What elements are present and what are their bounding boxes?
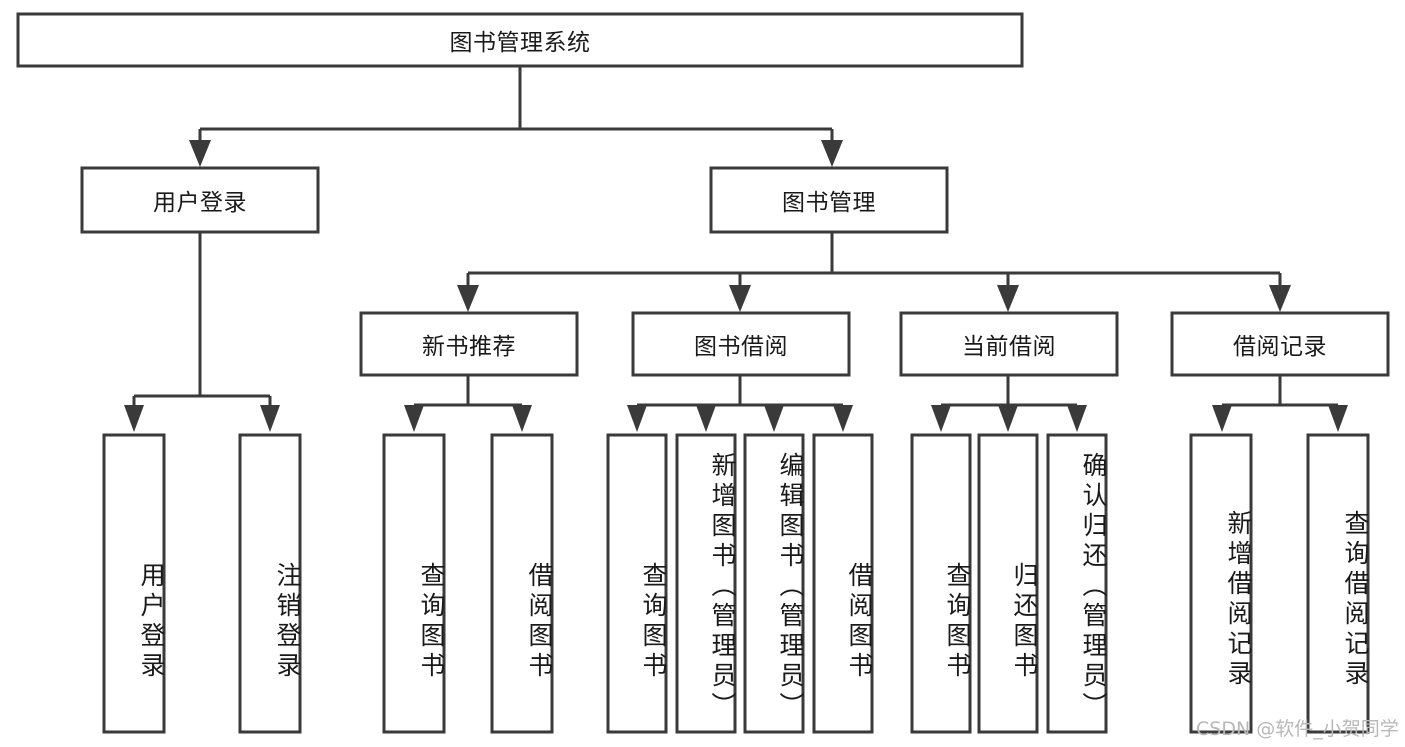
node-layer [16,12,1390,734]
node-leaf-return-book-box[interactable] [977,433,1039,734]
arrow-head-book-manage [821,140,843,167]
arrow-head-leaf-user-login [124,405,144,432]
node-leaf-edit-book-box[interactable] [743,433,805,734]
arrow-head-borrow-record [1269,285,1291,312]
arrow-head-user-login [189,140,211,167]
arrow-head-new-book-recommend [457,285,479,312]
node-root-box[interactable] [16,12,1024,68]
node-leaf-query-book-1-box[interactable] [382,433,446,734]
node-book-manage-box[interactable] [709,166,949,234]
arrow-head-leaf-return-book [998,405,1018,432]
arrow-head-leaf-add-record [1212,405,1232,432]
node-user-login-box[interactable] [80,166,320,234]
connector-layer [124,66,1348,432]
node-leaf-borrow-book-1-box[interactable] [490,433,554,734]
node-new-book-recommend-box[interactable] [359,311,579,377]
node-leaf-query-book-2-box[interactable] [606,433,668,734]
node-leaf-confirm-return-box[interactable] [1046,433,1108,734]
arrow-head-leaf-query-record [1328,405,1348,432]
arrow-head-leaf-add-book [696,405,716,432]
node-borrow-record-box[interactable] [1170,311,1390,377]
arrow-head-leaf-edit-book [764,405,784,432]
node-leaf-query-book-3-box[interactable] [910,433,972,734]
arrow-head-leaf-query-book-1 [404,405,424,432]
node-leaf-user-login-box[interactable] [102,433,166,734]
arrow-head-book-borrow [729,285,751,312]
node-leaf-add-record-box[interactable] [1189,433,1253,734]
arrow-head-leaf-confirm-return [1067,405,1087,432]
arrow-head-leaf-borrow-book-1 [512,405,532,432]
node-leaf-query-record-box[interactable] [1306,433,1370,734]
arrow-head-leaf-logout [260,405,280,432]
node-book-borrow-box[interactable] [631,311,851,377]
node-current-borrow-box[interactable] [899,311,1119,377]
node-leaf-borrow-book-2-box[interactable] [812,433,874,734]
arrow-head-leaf-borrow-book-2 [833,405,853,432]
arrow-head-leaf-query-book-2 [627,405,647,432]
node-leaf-logout-box[interactable] [238,433,302,734]
arrow-head-current-borrow [997,285,1019,312]
node-leaf-add-book-box[interactable] [675,433,737,734]
arrow-head-leaf-query-book-3 [931,405,951,432]
